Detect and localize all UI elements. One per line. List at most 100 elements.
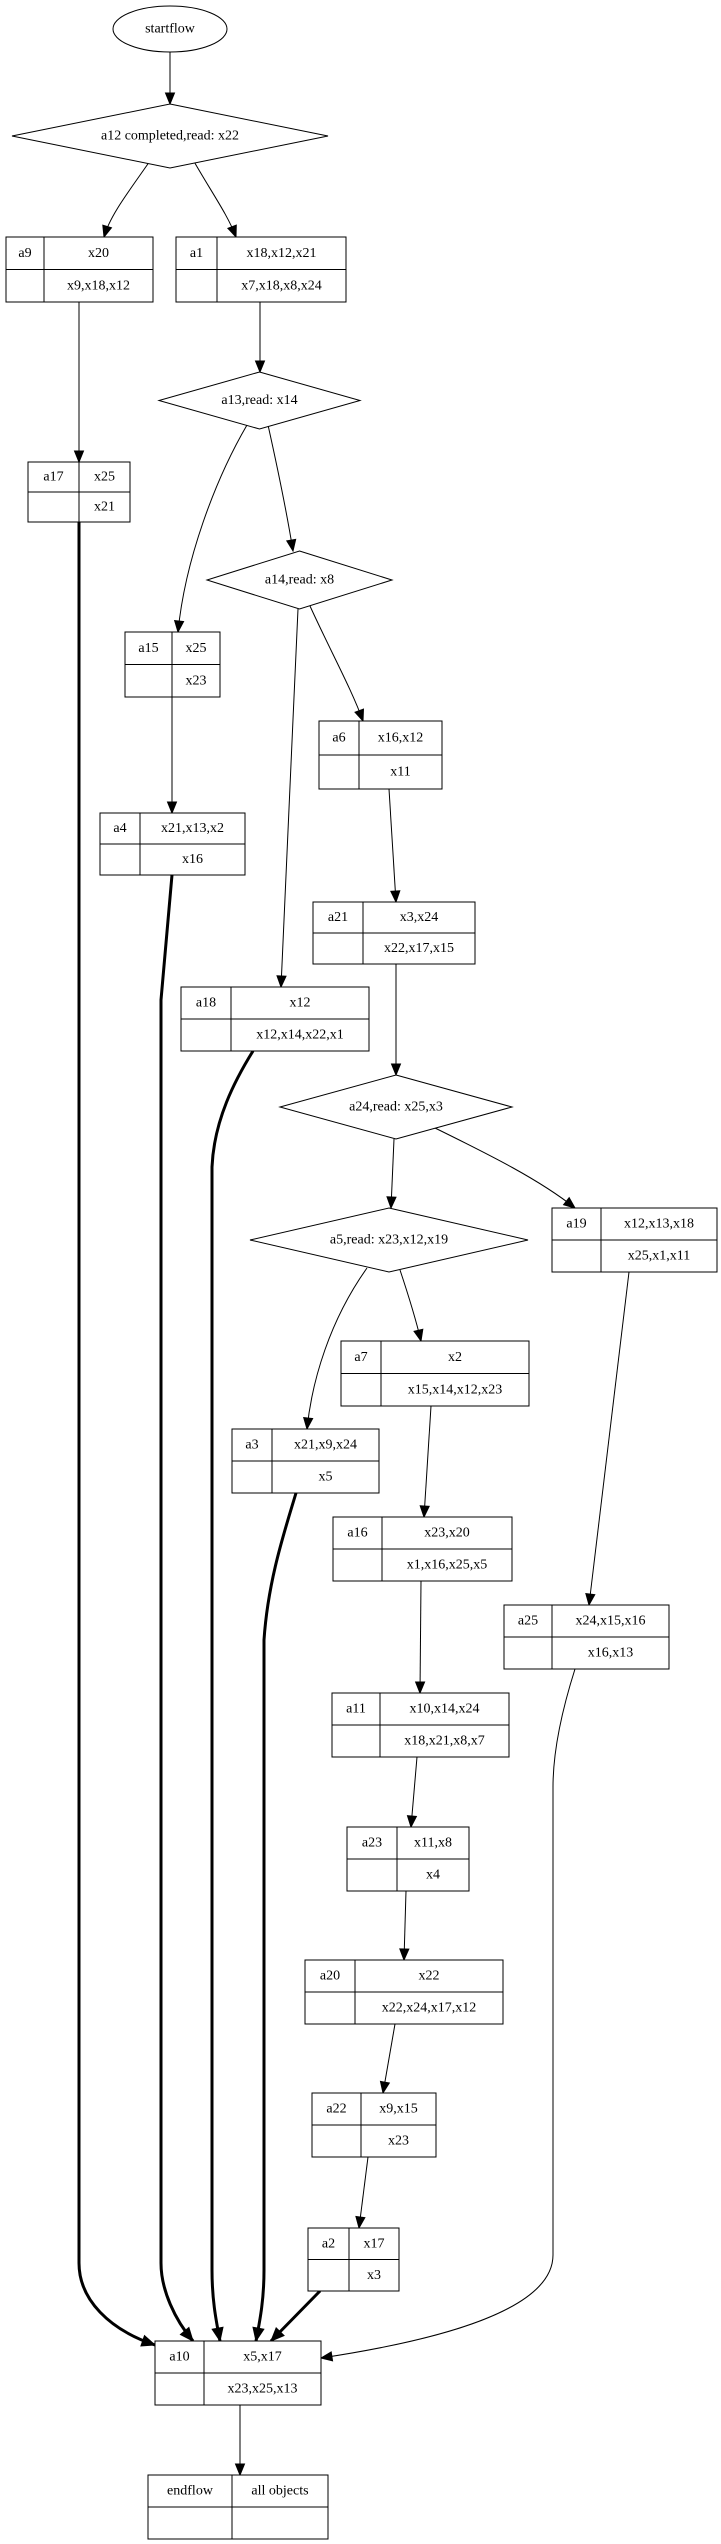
edge-a25-to-a10 (320, 1668, 576, 2359)
edge-a19-to-a25 (588, 1271, 630, 1606)
arrowhead-icon (254, 360, 266, 374)
edge-d_a5-to-a3 (306, 1267, 368, 1430)
edge-line (280, 608, 299, 988)
decision-label: a12 completed,read: x22 (101, 129, 239, 144)
activity-writes: x21,x13,x2 (161, 821, 224, 836)
ellipse-shape (112, 5, 228, 53)
activity-writes: x12 (290, 996, 311, 1011)
activity-writes: x9,x15 (379, 2102, 418, 2117)
decision-label: a14,read: x8 (265, 573, 334, 588)
edge-line (588, 1271, 630, 1606)
activity-name: a10 (169, 2350, 189, 2365)
edge-d_a14-to-a6 (309, 605, 364, 722)
edge-a4-to-a10 (159, 874, 195, 2342)
activity-writes: x3,x24 (400, 910, 439, 925)
activity-writes: x2 (448, 1350, 462, 1365)
edge-line (254, 1492, 298, 2342)
decision-node-a13[interactable]: a13,read: x14 (157, 371, 362, 430)
decision-node-a24[interactable]: a24,read: x25,x3 (278, 1074, 514, 1140)
activity-name: a20 (320, 1969, 340, 1984)
arrowhead-icon (73, 450, 85, 464)
activity-name: endflow (167, 2484, 214, 2499)
arrowhead-icon (414, 1681, 426, 1695)
edge-d_a24-to-d_a5 (390, 1138, 395, 1209)
arrowhead-icon (270, 2326, 285, 2342)
start-node-label: startflow (145, 22, 196, 37)
activity-reads: x16,x13 (588, 1646, 634, 1661)
edge-a11-to-a23 (410, 1756, 418, 1828)
activity-name: a1 (190, 246, 203, 261)
arrowhead-icon (164, 92, 176, 106)
edge-line (77, 522, 156, 2347)
arrowhead-icon (179, 2326, 194, 2342)
arrowhead-icon (319, 2351, 334, 2362)
start-node[interactable]: startflow (112, 5, 228, 53)
activity-reads: x23 (388, 2134, 409, 2149)
edge-line (410, 1756, 418, 1828)
activity-name: a18 (196, 996, 216, 1011)
edge-line (320, 1668, 576, 2359)
edge-line (306, 1267, 368, 1430)
diamond-shape (11, 103, 329, 169)
edge-a20-to-a22 (382, 2023, 396, 2094)
arrowhead-icon (252, 2326, 265, 2343)
edge-a7-to-a16 (423, 1405, 432, 1518)
edge-d_a24-to-a19 (434, 1127, 576, 1209)
arrowhead-icon (562, 1196, 577, 1209)
edge-line (388, 788, 397, 903)
diamond-shape (205, 550, 394, 610)
activity-name: a2 (322, 2236, 335, 2251)
edge-line (103, 157, 153, 238)
edge-line (423, 1405, 432, 1518)
arrowhead-icon (413, 1328, 424, 1343)
edge-line (434, 1127, 576, 1209)
activity-writes: x22 (419, 1969, 440, 1984)
activity-name: a17 (43, 470, 63, 485)
arrowhead-icon (166, 801, 178, 815)
decision-node-a5[interactable]: a5,read: x23,x12,x19 (249, 1207, 529, 1273)
activity-reads: x25,x1,x11 (628, 1249, 690, 1264)
arrowhead-icon (386, 1196, 397, 1210)
edge-a18-to-a10 (210, 1050, 255, 2342)
activity-reads: x23,x25,x13 (228, 2382, 298, 2397)
arrowhead-icon (227, 224, 237, 239)
edge-a3-to-a10 (254, 1492, 298, 2342)
edge-line (210, 1050, 255, 2342)
edge-line (159, 874, 195, 2342)
activity-reads: x18,x21,x8,x7 (404, 1734, 485, 1749)
activity-name: a9 (18, 246, 31, 261)
activity-reads: x11 (390, 765, 410, 780)
activity-reads: x21 (94, 500, 115, 515)
decision-node-a14[interactable]: a14,read: x8 (205, 550, 394, 610)
arrowhead-icon (390, 1063, 402, 1077)
arrowhead-icon (390, 890, 401, 904)
activity-writes: x16,x12 (378, 731, 424, 746)
decision-node-a12[interactable]: a12 completed,read: x22 (11, 103, 329, 169)
edge-line (358, 2156, 369, 2229)
edge-d_a13-to-d_a14 (267, 424, 294, 552)
diamond-shape (157, 371, 362, 430)
decision-label: a5,read: x23,x12,x19 (330, 1233, 448, 1248)
edge-d_a12-to-a1 (191, 157, 237, 238)
